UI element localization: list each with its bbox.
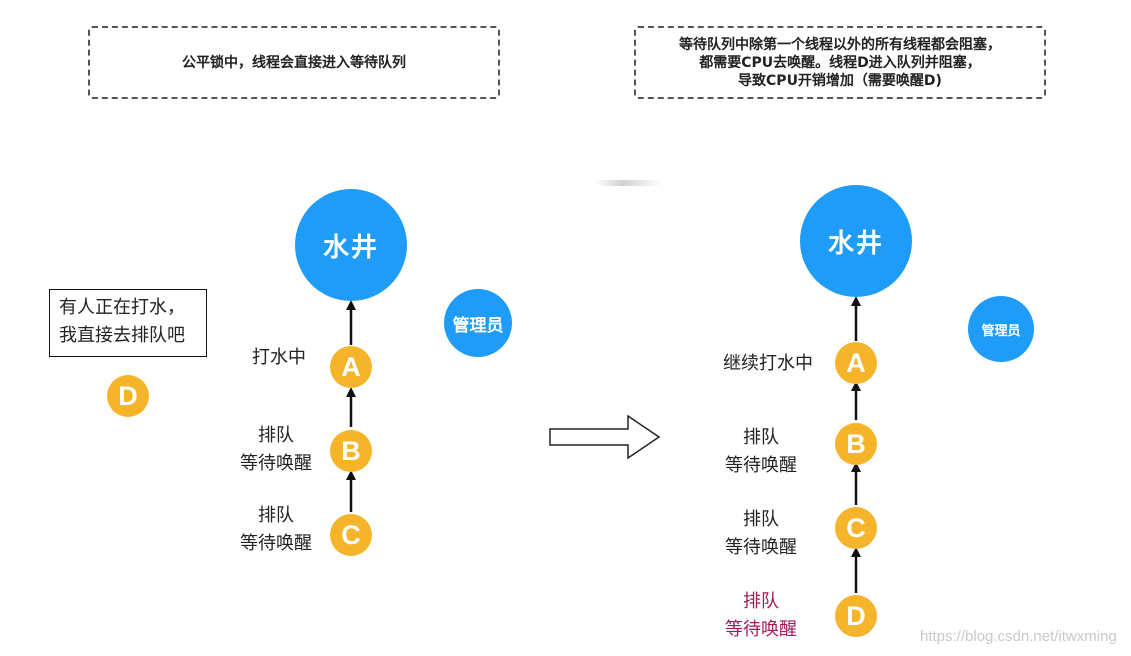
- label-c-left: 排队 等待唤醒: [240, 505, 312, 554]
- label-c-right: 排队 等待唤醒: [725, 509, 797, 558]
- left-note-box: 公平锁中，线程会直接进入等待队列: [88, 26, 500, 99]
- node-b-right: B: [835, 423, 877, 465]
- speech-bubble: 有人正在打水， 我直接去排队吧: [49, 289, 207, 357]
- label-b-left: 排队 等待唤醒: [240, 425, 312, 474]
- label-b-right: 排队 等待唤醒: [725, 427, 797, 476]
- manager-left: 管理员: [444, 289, 512, 357]
- node-d-right: D: [835, 595, 877, 637]
- decorative-smudge: [596, 180, 662, 186]
- manager-right: 管理员: [968, 296, 1034, 362]
- label-a-right: 继续打水中: [723, 353, 813, 374]
- right-note-line-2: 都需要CPU去唤醒。线程D进入队列并阻塞，: [699, 54, 981, 71]
- transition-arrow: [549, 414, 661, 460]
- label-a-left: 打水中: [252, 347, 306, 368]
- watermark: https://blog.csdn.net/itwxming: [920, 628, 1117, 645]
- well-left: 水井: [295, 189, 407, 301]
- right-note-box: 等待队列中除第一个线程以外的所有线程都会阻塞， 都需要CPU去唤醒。线程D进入队…: [634, 26, 1046, 99]
- right-note-text: 等待队列中除第一个线程以外的所有线程都会阻塞， 都需要CPU去唤醒。线程D进入队…: [679, 36, 1001, 90]
- speech-line-2: 我直接去排队吧: [59, 325, 185, 346]
- node-c-right: C: [835, 507, 877, 549]
- left-note-text: 公平锁中，线程会直接进入等待队列: [182, 54, 406, 71]
- speech-line-1: 有人正在打水，: [59, 297, 185, 318]
- node-d-waiting: D: [107, 375, 149, 417]
- node-b-left: B: [330, 430, 372, 472]
- right-note-line-1: 等待队列中除第一个线程以外的所有线程都会阻塞，: [679, 36, 1001, 53]
- right-note-line-3: 导致CPU开销增加（需要唤醒D): [738, 72, 942, 89]
- label-d-right: 排队 等待唤醒: [725, 591, 797, 640]
- node-a-right: A: [835, 342, 877, 384]
- node-a-left: A: [330, 346, 372, 388]
- node-c-left: C: [330, 514, 372, 556]
- well-right: 水井: [800, 185, 912, 297]
